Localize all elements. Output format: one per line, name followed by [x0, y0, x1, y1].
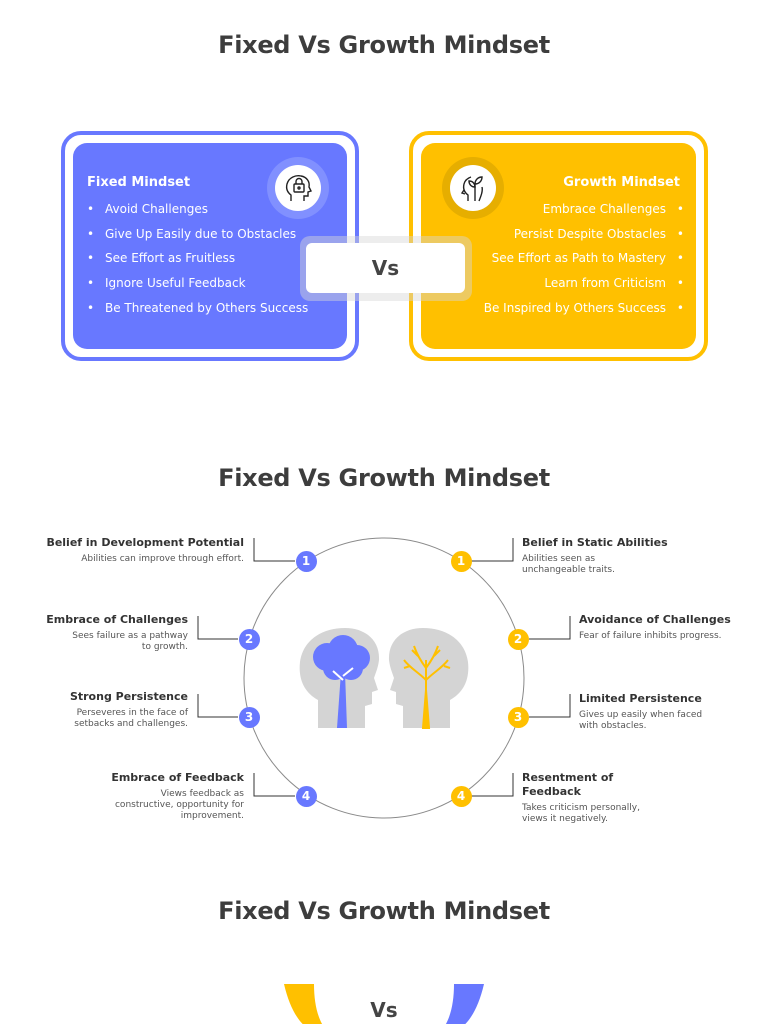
list-item: Embrace Challenges [484, 197, 684, 222]
right-label-4: Resentment of Feedback Takes criticism p… [522, 771, 672, 825]
vs-label-bottom: Vs [370, 998, 398, 1022]
connector-line [471, 538, 514, 562]
right-label-1: Belief in Static Abilities Abilities see… [522, 536, 672, 576]
label-description: Abilities seen as unchangeable traits. [522, 554, 615, 575]
label-heading: Belief in Static Abilities [522, 536, 668, 549]
list-item: Avoid Challenges [87, 197, 308, 222]
blue-arc [445, 984, 484, 1024]
head-lock-icon [275, 165, 321, 211]
left-number-badge-2: 2 [238, 628, 260, 650]
right-label-2: Avoidance of Challenges Fear of failure … [579, 613, 739, 642]
right-number-badge-2: 2 [507, 628, 529, 650]
label-heading: Belief in Development Potential [46, 536, 244, 549]
list-item: Ignore Useful Feedback [87, 271, 308, 296]
label-heading: Resentment of Feedback [522, 771, 614, 798]
connector-line [471, 773, 514, 797]
connector-line [253, 773, 295, 797]
wheel-circle [243, 537, 525, 819]
right-number-badge-3: 3 [507, 706, 529, 728]
yellow-arc [284, 984, 323, 1024]
label-description: Gives up easily when faced with obstacle… [579, 710, 703, 731]
connector-line [197, 616, 238, 640]
list-item: Give Up Easily due to Obstacles [87, 222, 308, 247]
fixed-head-lock-icon-ring [267, 157, 329, 219]
left-number-badge-3: 3 [238, 706, 260, 728]
growth-mindset-heading: Growth Mindset [563, 175, 680, 190]
right-label-3: Limited Persistence Gives up easily when… [579, 692, 729, 732]
label-heading: Limited Persistence [579, 692, 702, 705]
list-item: See Effort as Path to Mastery [484, 246, 684, 271]
left-number-badge-1: 1 [295, 550, 317, 572]
left-label-2: Embrace of Challenges Sees failure as a … [38, 613, 188, 653]
list-item: See Effort as Fruitless [87, 246, 308, 271]
section3-title: Fixed Vs Growth Mindset [218, 897, 550, 925]
label-description: Views feedback as constructive, opportun… [114, 789, 244, 821]
left-label-3: Strong Persistence Perseveres in the fac… [38, 690, 188, 730]
right-number-badge-4: 4 [450, 785, 472, 807]
connector-line [529, 616, 571, 640]
label-heading: Embrace of Challenges [46, 613, 188, 626]
left-label-1: Belief in Development Potential Abilitie… [44, 536, 244, 565]
label-description: Perseveres in the face of setbacks and c… [74, 708, 188, 729]
label-heading: Avoidance of Challenges [579, 613, 731, 626]
head-plant-icon [450, 165, 496, 211]
connector-line [529, 694, 571, 718]
connector-line [253, 538, 295, 562]
vs-ring-graphic [284, 984, 484, 1024]
yellow-tree-icon [403, 645, 451, 729]
vs-badge: Vs [306, 243, 465, 293]
list-item: Be Inspired by Others Success [484, 296, 684, 321]
left-number-badge-4: 4 [295, 785, 317, 807]
label-description: Takes criticism personally, views it neg… [522, 803, 640, 824]
label-heading: Strong Persistence [69, 690, 188, 703]
list-item: Be Threatened by Others Success [87, 296, 308, 321]
section1-title: Fixed Vs Growth Mindset [218, 31, 550, 59]
fixed-mindset-list: Avoid Challenges Give Up Easily due to O… [87, 197, 308, 320]
label-description: Sees failure as a pathway to growth. [72, 631, 188, 652]
growth-mindset-list: Embrace Challenges Persist Despite Obsta… [484, 197, 684, 320]
list-item: Learn from Criticism [484, 271, 684, 296]
blue-tree-icon [313, 635, 370, 728]
growth-head-plant-icon-ring [442, 157, 504, 219]
list-item: Persist Despite Obstacles [484, 222, 684, 247]
section2-title: Fixed Vs Growth Mindset [218, 464, 550, 492]
right-number-badge-1: 1 [450, 550, 472, 572]
left-label-4: Embrace of Feedback Views feedback as co… [84, 771, 244, 822]
label-description: Abilities can improve through effort. [81, 554, 244, 564]
connector-line [197, 694, 238, 718]
label-description: Fear of failure inhibits progress. [579, 631, 722, 641]
label-heading: Embrace of Feedback [111, 771, 244, 784]
fixed-mindset-heading: Fixed Mindset [87, 175, 191, 190]
